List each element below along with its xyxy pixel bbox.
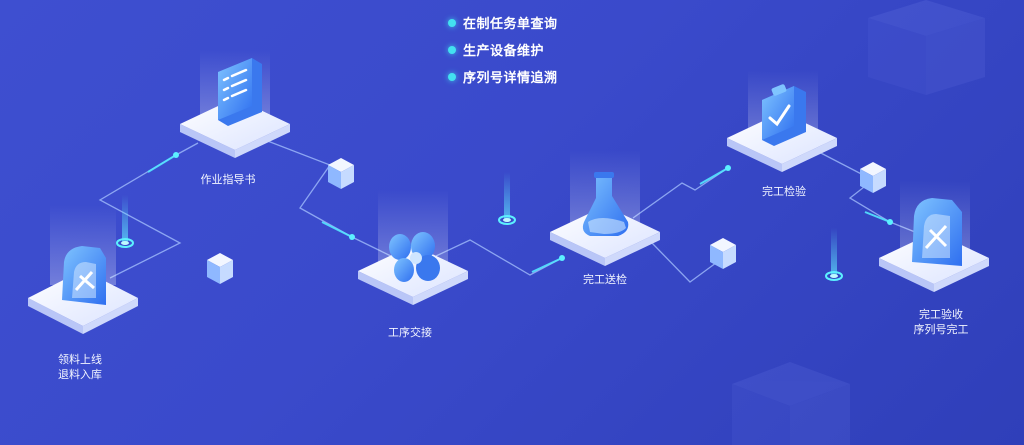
small-cube — [207, 253, 233, 284]
small-cube — [328, 158, 354, 189]
legend-item-label: 生产设备维护 — [463, 44, 545, 59]
node-picking-label: 领料上线 退料入库 — [58, 352, 102, 382]
small-cube — [710, 238, 736, 269]
connection-dots — [173, 152, 893, 261]
bullet-dot-icon — [448, 72, 456, 81]
gears-icon — [389, 232, 440, 282]
legend-item-equipment-maintenance[interactable]: 生产设备维护 — [448, 41, 558, 59]
node-inspection-label: 完工检验 — [762, 184, 806, 199]
node-handover — [358, 190, 468, 305]
glow-pillar — [116, 195, 134, 248]
cart-icon — [912, 198, 962, 266]
cart-icon — [62, 246, 106, 305]
clipboard-check-icon — [762, 84, 806, 146]
node-inspection-send-label: 完工送检 — [583, 272, 627, 287]
node-acceptance-label: 完工验收 序列号完工 — [914, 307, 969, 337]
legend-item-label: 在制任务单查询 — [463, 17, 558, 32]
glow-pillar — [825, 228, 843, 281]
bullet-dot-icon — [448, 18, 456, 27]
legend-item-label: 序列号详情追溯 — [463, 71, 558, 86]
small-cube — [860, 162, 886, 193]
node-label-line: 完工送检 — [583, 273, 627, 286]
document-icon — [218, 58, 262, 126]
node-acceptance — [879, 180, 989, 292]
highlight-lines — [147, 154, 891, 273]
legend-item-serial-trace[interactable]: 序列号详情追溯 — [448, 68, 558, 86]
glow-pillar — [498, 172, 516, 225]
background-cube — [732, 362, 850, 445]
node-inspection-send — [550, 150, 660, 266]
node-label-line: 工序交接 — [388, 326, 432, 339]
node-label-line: 领料上线 — [58, 353, 102, 366]
connection-lines — [98, 139, 916, 283]
node-inspection — [727, 70, 837, 172]
node-label-line: 完工验收 — [919, 308, 963, 321]
node-label-line: 作业指导书 — [200, 173, 256, 186]
node-instruction — [180, 50, 290, 158]
node-picking — [28, 205, 138, 334]
node-label-line: 完工检验 — [762, 185, 806, 198]
bullet-dot-icon — [448, 45, 456, 54]
node-handover-label: 工序交接 — [388, 325, 432, 340]
legend-item-task-query[interactable]: 在制任务单查询 — [448, 14, 558, 32]
background-cube — [868, 0, 985, 95]
node-label-line: 序列号完工 — [913, 323, 969, 336]
legend: 在制任务单查询 生产设备维护 序列号详情追溯 — [448, 14, 558, 86]
node-instruction-label: 作业指导书 — [201, 172, 256, 187]
flask-icon — [582, 172, 629, 236]
node-label-line: 退料入库 — [58, 368, 102, 381]
